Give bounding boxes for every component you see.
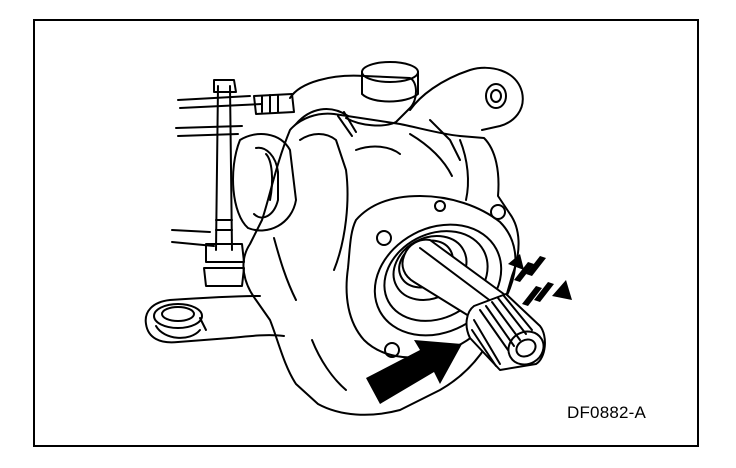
steering-arm	[144, 295, 285, 344]
movement-arrows	[508, 254, 572, 306]
dash-upper-1	[514, 262, 534, 282]
upper-ball-joint	[289, 61, 419, 127]
dash-lower-2	[534, 282, 554, 302]
cv-joint-boot	[232, 133, 297, 232]
upper-knuckle-boss	[409, 66, 524, 161]
steering-knuckle	[242, 112, 520, 416]
arrowhead-lower	[552, 280, 572, 300]
dash-upper-2	[526, 256, 546, 276]
arrowhead-upper	[508, 254, 524, 270]
dash-lower-1	[522, 286, 542, 306]
figure-code-label: DF0882-A	[567, 403, 647, 422]
stud-bolt	[203, 79, 245, 287]
install-arrow	[366, 340, 462, 404]
splined-shaft-end	[465, 293, 546, 371]
figure-frame	[33, 19, 699, 447]
